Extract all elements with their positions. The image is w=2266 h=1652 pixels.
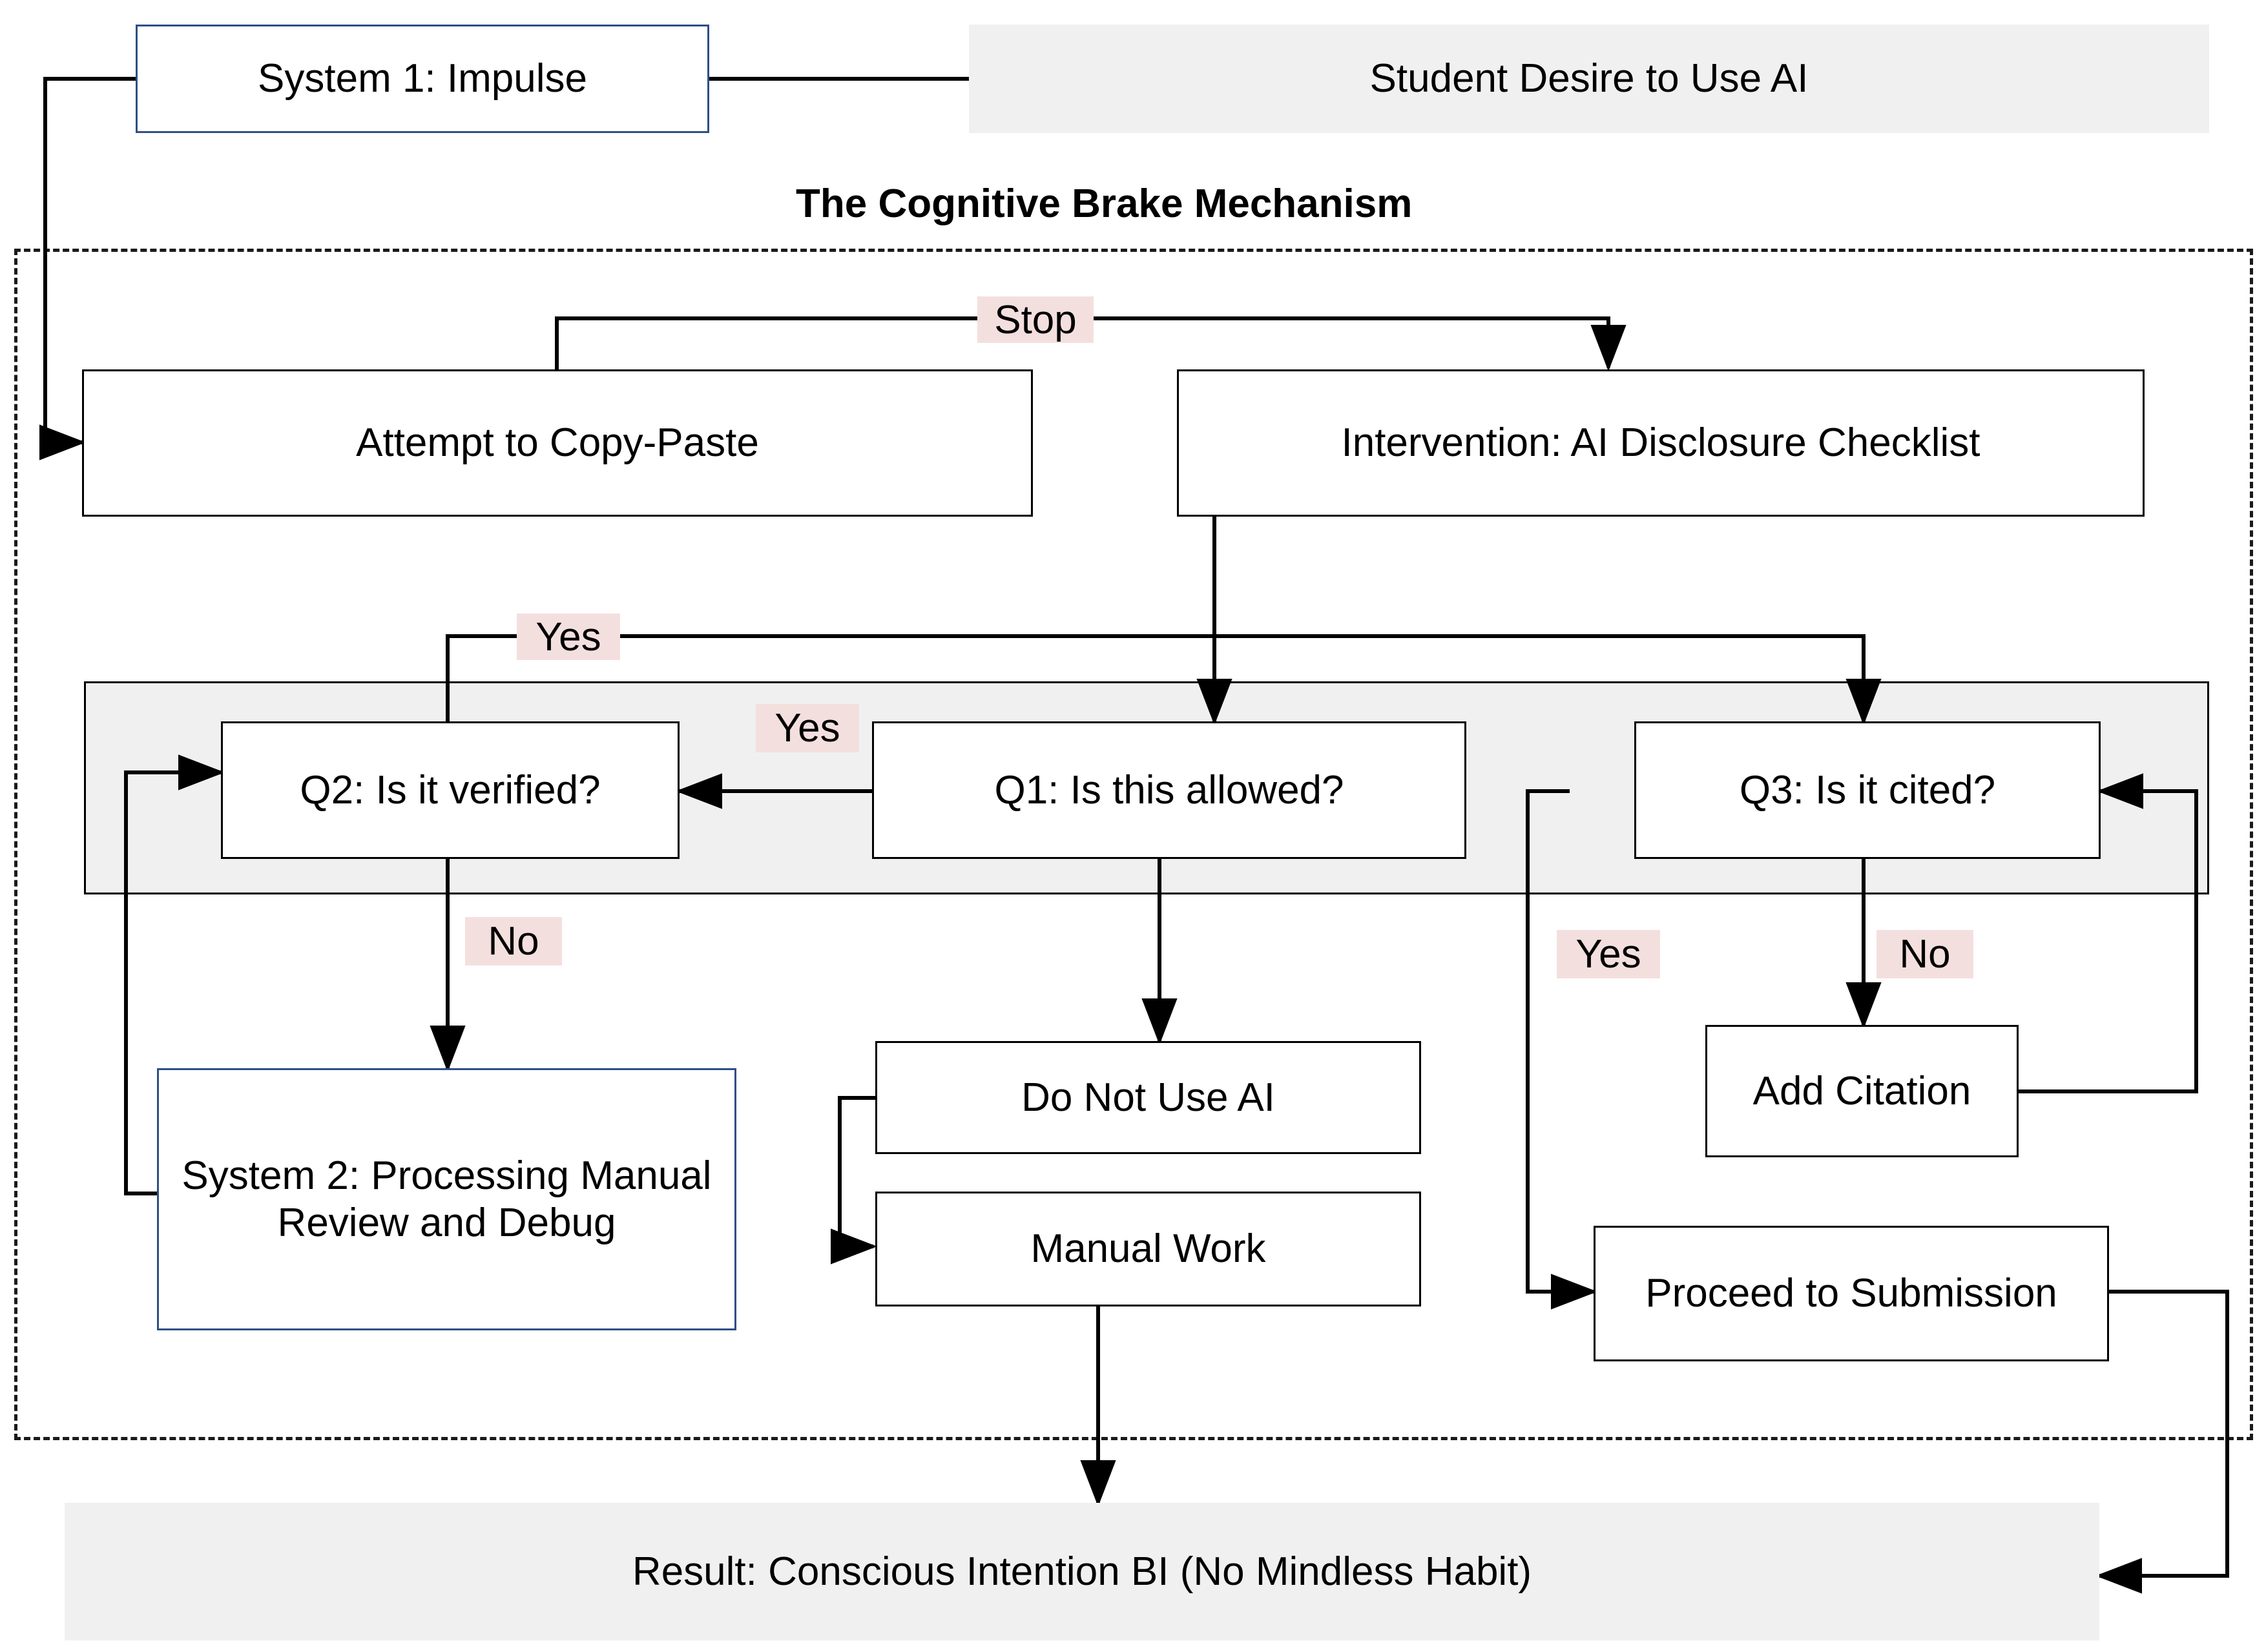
node-system1[interactable]: System 1: Impulse	[136, 25, 709, 133]
node-q3-label: Q3: Is it cited?	[1739, 767, 1996, 812]
node-do-not-use-ai[interactable]: Do Not Use AI	[875, 1041, 1421, 1154]
edge-label-q3-yes: Yes	[1557, 930, 1660, 978]
node-intervention[interactable]: Intervention: AI Disclosure Checklist	[1177, 369, 2145, 517]
edge-label-q2-no: No	[465, 917, 562, 965]
edge-system1-to-copypaste	[39, 77, 136, 460]
node-add-citation-label: Add Citation	[1752, 1068, 1971, 1113]
edge-q2-yes-to-q3	[446, 634, 1882, 725]
edge-label-q2-yes-up: Yes	[517, 614, 620, 660]
node-manual-work-label: Manual Work	[1030, 1226, 1266, 1272]
node-attempt-copy-paste[interactable]: Attempt to Copy-Paste	[82, 369, 1033, 517]
section-title-label: The Cognitive Brake Mechanism	[796, 181, 1413, 226]
node-proceed-submission-label: Proceed to Submission	[1645, 1271, 2057, 1316]
edge-q3-yes-to-proceed	[1526, 789, 1597, 1310]
node-manual-work[interactable]: Manual Work	[875, 1192, 1421, 1306]
node-system2[interactable]: System 2: Processing Manual Review and D…	[157, 1068, 736, 1330]
node-q2-label: Q2: Is it verified?	[300, 767, 601, 812]
node-proceed-submission[interactable]: Proceed to Submission	[1594, 1226, 2109, 1361]
node-result[interactable]: Result: Conscious Intention BI (No Mindl…	[65, 1503, 2099, 1640]
node-q3[interactable]: Q3: Is it cited?	[1634, 721, 2101, 859]
node-student-desire[interactable]: Student Desire to Use AI	[969, 25, 2209, 133]
cognitive-brake-dashed-container	[14, 249, 2253, 1440]
edge-label-q1-yes-to-q2-text: Yes	[774, 706, 840, 750]
edge-label-q3-no-text: No	[1899, 932, 1951, 976]
edge-proceed-to-result	[2095, 1290, 2229, 1594]
node-attempt-copy-paste-label: Attempt to Copy-Paste	[356, 420, 759, 466]
node-student-desire-label: Student Desire to Use AI	[1369, 56, 1809, 101]
edge-label-q2-yes-up-text: Yes	[535, 614, 601, 659]
edge-add-citation-back-to-q3	[2019, 773, 2198, 1093]
node-q2[interactable]: Q2: Is it verified?	[221, 721, 680, 859]
edge-label-q3-yes-text: Yes	[1575, 932, 1641, 976]
edge-label-q2-no-text: No	[488, 919, 539, 964]
edge-label-stop: Stop	[977, 296, 1094, 343]
node-add-citation[interactable]: Add Citation	[1705, 1025, 2019, 1157]
node-intervention-label: Intervention: AI Disclosure Checklist	[1341, 420, 1980, 466]
node-do-not-use-ai-label: Do Not Use AI	[1021, 1075, 1275, 1120]
edge-label-stop-text: Stop	[994, 297, 1077, 342]
edge-label-q3-no: No	[1876, 930, 1973, 978]
node-q1[interactable]: Q1: Is this allowed?	[872, 721, 1466, 859]
node-result-label: Result: Conscious Intention BI (No Mindl…	[632, 1549, 1532, 1594]
node-system2-label: System 2: Processing Manual Review and D…	[182, 1153, 712, 1245]
edge-system2-back-to-q2	[124, 754, 225, 1195]
edge-do-not-use-ai-to-manual-work	[831, 1096, 877, 1265]
node-q1-label: Q1: Is this allowed?	[994, 767, 1344, 812]
section-title: The Cognitive Brake Mechanism	[796, 181, 1412, 227]
edge-label-q1-yes-to-q2: Yes	[756, 704, 859, 752]
node-system1-label: System 1: Impulse	[258, 56, 587, 101]
